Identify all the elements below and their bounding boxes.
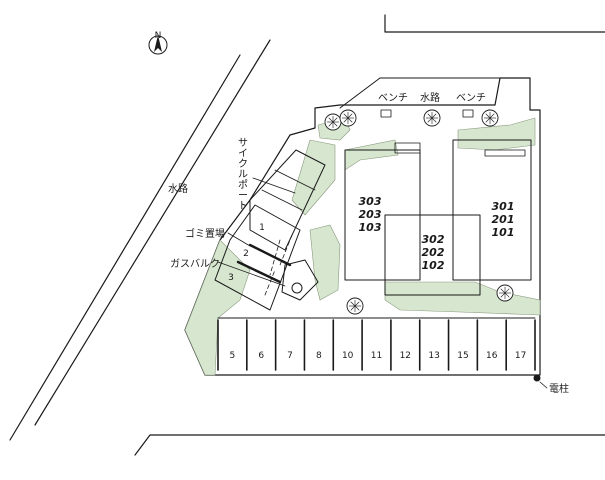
tree-icon xyxy=(339,109,357,127)
tree-icon xyxy=(324,113,342,131)
bike-slot-number: 1 xyxy=(259,223,265,233)
svg-text:N: N xyxy=(155,31,162,41)
parking-space-number: 8 xyxy=(316,351,322,361)
building-middle xyxy=(384,214,481,296)
parking-space-number: 15 xyxy=(457,351,468,361)
leader-lines xyxy=(217,177,548,389)
cycle-port-label: サイクルポート xyxy=(238,137,248,212)
site-boundary xyxy=(184,77,541,376)
gas-bulk-tank xyxy=(281,259,319,301)
room-numbers-middle: 302 202 102 xyxy=(422,233,445,272)
room-number: 203 xyxy=(359,208,382,221)
cycle-port-structure xyxy=(249,149,326,251)
parking-space-number: 11 xyxy=(371,351,382,361)
cycle-port-char: サ xyxy=(238,137,248,149)
cycle-port-char: ポ xyxy=(238,179,248,191)
parking-space-number: 5 xyxy=(230,351,236,361)
parking-space-number: 7 xyxy=(287,351,293,361)
parking-space-number: 6 xyxy=(258,351,264,361)
room-number: 102 xyxy=(422,259,445,272)
building-west xyxy=(344,142,421,281)
trees xyxy=(324,109,514,315)
utility-pole-label: 電柱 xyxy=(549,382,569,395)
parking-space-number: 16 xyxy=(486,351,498,361)
parking-space-number: 13 xyxy=(428,351,439,361)
utility-pole-icon xyxy=(533,374,541,382)
bike-parking: 1 2 3 xyxy=(214,204,301,311)
cycle-port-char: ク xyxy=(238,158,248,170)
parking-space-number: 17 xyxy=(515,351,526,361)
room-number: 303 xyxy=(359,195,382,208)
room-number: 101 xyxy=(492,226,515,239)
room-numbers-east: 301 201 101 xyxy=(492,200,515,239)
room-number: 201 xyxy=(492,213,515,226)
tree-icon xyxy=(346,297,364,315)
cycle-port-char: イ xyxy=(238,149,248,160)
garbage-area-label: ゴミ置場 xyxy=(185,227,225,240)
bench-label: ベンチ xyxy=(378,92,408,104)
cycle-port-char: ー xyxy=(238,191,248,202)
bike-slot-number: 2 xyxy=(243,249,249,259)
room-number: 103 xyxy=(359,221,382,234)
parking-space-number: 10 xyxy=(342,351,354,361)
room-numbers-west: 303 203 103 xyxy=(359,195,382,234)
bench-marks xyxy=(380,109,474,118)
building-east xyxy=(452,139,532,281)
parking-lot: 5 6 7 8 10 11 12 13 15 16 17 xyxy=(217,317,536,371)
tree-icon xyxy=(481,109,499,127)
bench-label: ベンチ xyxy=(456,92,486,104)
gas-bulk-label: ガスバルク xyxy=(170,258,220,270)
room-number: 302 xyxy=(422,233,445,246)
cycle-port-char: ル xyxy=(238,170,248,181)
room-number: 202 xyxy=(422,246,445,259)
room-number: 301 xyxy=(492,200,515,213)
parking-space-number: 12 xyxy=(400,351,411,361)
tree-icon xyxy=(496,284,514,302)
water-channel-label: 水路 xyxy=(420,91,440,104)
water-channel-label: 水路 xyxy=(168,182,188,195)
tree-icon xyxy=(423,109,441,127)
cycle-port-char: ト xyxy=(238,201,248,212)
road-lines xyxy=(9,14,605,456)
north-arrow-icon: N xyxy=(148,31,168,55)
bike-slot-number: 3 xyxy=(228,273,234,283)
